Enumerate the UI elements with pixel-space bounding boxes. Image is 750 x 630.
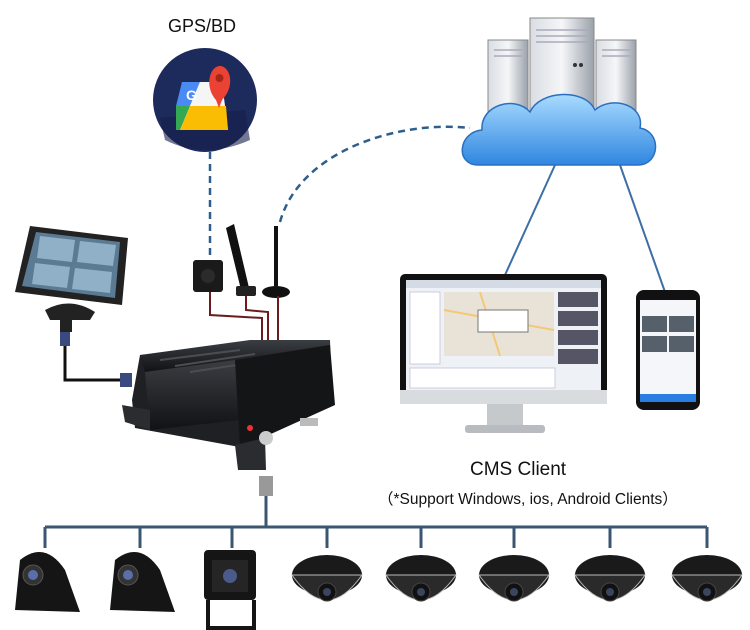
cloud-dashed-link — [278, 125, 471, 223]
dome-camera-icon — [671, 555, 743, 602]
side-camera-icon — [15, 552, 80, 612]
gps-badge: G — [153, 48, 257, 152]
dome-camera-icon — [478, 555, 550, 602]
wifi-antenna-icon — [226, 224, 256, 296]
gps-antenna-icon — [193, 260, 223, 292]
antenna-cables — [209, 292, 279, 345]
monitor-cable — [60, 332, 132, 387]
dome-camera-icon — [291, 555, 363, 602]
wireless-links — [208, 125, 471, 258]
cms-client-title: CMS Client — [470, 459, 567, 480]
desktop-monitor-icon — [400, 274, 607, 433]
svg-text:G: G — [186, 87, 197, 103]
smartphone-icon — [636, 290, 700, 410]
4g-antenna-icon — [262, 226, 290, 298]
cameras — [15, 550, 743, 630]
dome-camera-icon — [574, 555, 646, 602]
cms-client-subtitle: （*Support Windows, ios, Android Clients） — [378, 491, 678, 508]
rear-view-camera-icon — [204, 550, 256, 630]
ethernet-cable — [259, 476, 273, 527]
side-camera-icon — [110, 552, 175, 612]
google-maps-icon: G — [176, 66, 231, 130]
camera-bus — [43, 525, 709, 548]
dome-camera-icon — [385, 555, 457, 602]
network-links — [504, 164, 666, 293]
cloud-icon — [461, 93, 657, 166]
mobile-dvr-icon — [122, 340, 335, 470]
gps-label: GPS/BD — [168, 16, 237, 36]
vehicle-monitor-icon — [15, 226, 128, 332]
